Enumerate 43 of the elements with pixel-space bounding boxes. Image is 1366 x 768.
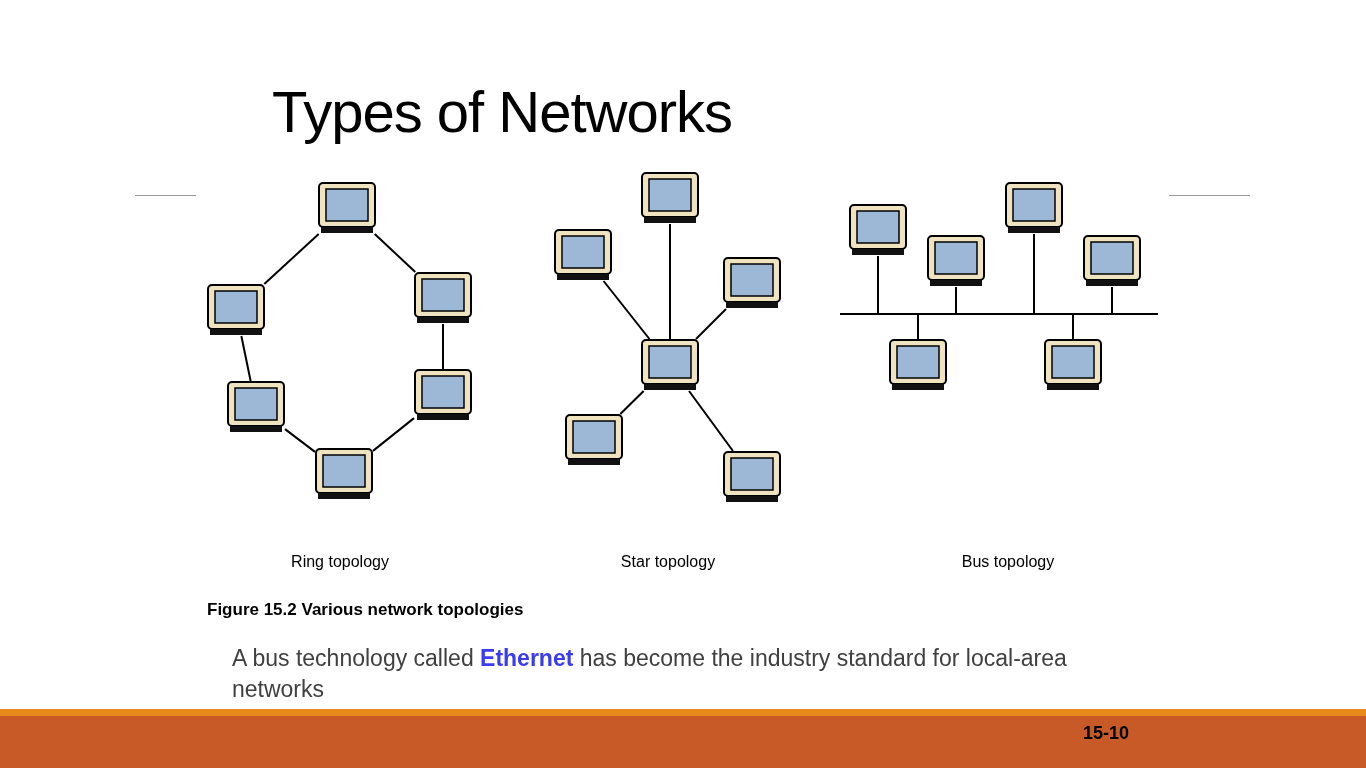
- computer-icon: [565, 414, 623, 466]
- connector-line: [263, 233, 320, 285]
- topology-label: Bus topology: [960, 553, 1056, 571]
- connector-line: [240, 335, 252, 382]
- computer-icon: [889, 339, 947, 391]
- connector-line: [695, 308, 727, 340]
- computer-icon: [1083, 235, 1141, 287]
- slide-title: Types of Networks: [272, 78, 733, 145]
- connector-line: [284, 428, 316, 453]
- topology-label: Ring topology: [290, 553, 390, 571]
- computer-icon: [641, 339, 699, 391]
- connector-line: [602, 280, 651, 340]
- computer-icon: [927, 235, 985, 287]
- computer-icon: [414, 369, 472, 421]
- connector-line: [955, 286, 957, 315]
- computer-icon: [315, 448, 373, 500]
- computer-icon: [318, 182, 376, 234]
- bus-line: [840, 313, 1158, 315]
- connector-line: [669, 223, 671, 340]
- connector-line: [1111, 286, 1113, 315]
- page-number: 15-10: [1081, 723, 1130, 744]
- connector-line: [1072, 313, 1074, 340]
- connector-line: [688, 390, 734, 452]
- connector-line: [373, 233, 417, 273]
- note: A bus technology called Ethernet has become the industry standard for local-area networks: [232, 644, 1068, 704]
- computer-icon: [849, 204, 907, 256]
- computer-icon: [641, 172, 699, 224]
- computer-icon: [207, 284, 265, 336]
- computer-icon: [414, 272, 472, 324]
- connector-line: [1033, 233, 1035, 315]
- computer-icon: [1005, 182, 1063, 234]
- connector-line: [877, 255, 879, 315]
- connector-line: [619, 390, 645, 415]
- figure-caption: Figure 15.2 Various network topologies: [207, 600, 524, 620]
- connector-line: [442, 323, 444, 370]
- computer-icon: [1044, 339, 1102, 391]
- connector-line: [917, 313, 919, 340]
- computer-icon: [227, 381, 285, 433]
- computer-icon: [554, 229, 612, 281]
- computer-icon: [723, 451, 781, 503]
- computer-icon: [723, 257, 781, 309]
- topology-label: Star topology: [619, 553, 717, 571]
- connector-line: [372, 417, 415, 452]
